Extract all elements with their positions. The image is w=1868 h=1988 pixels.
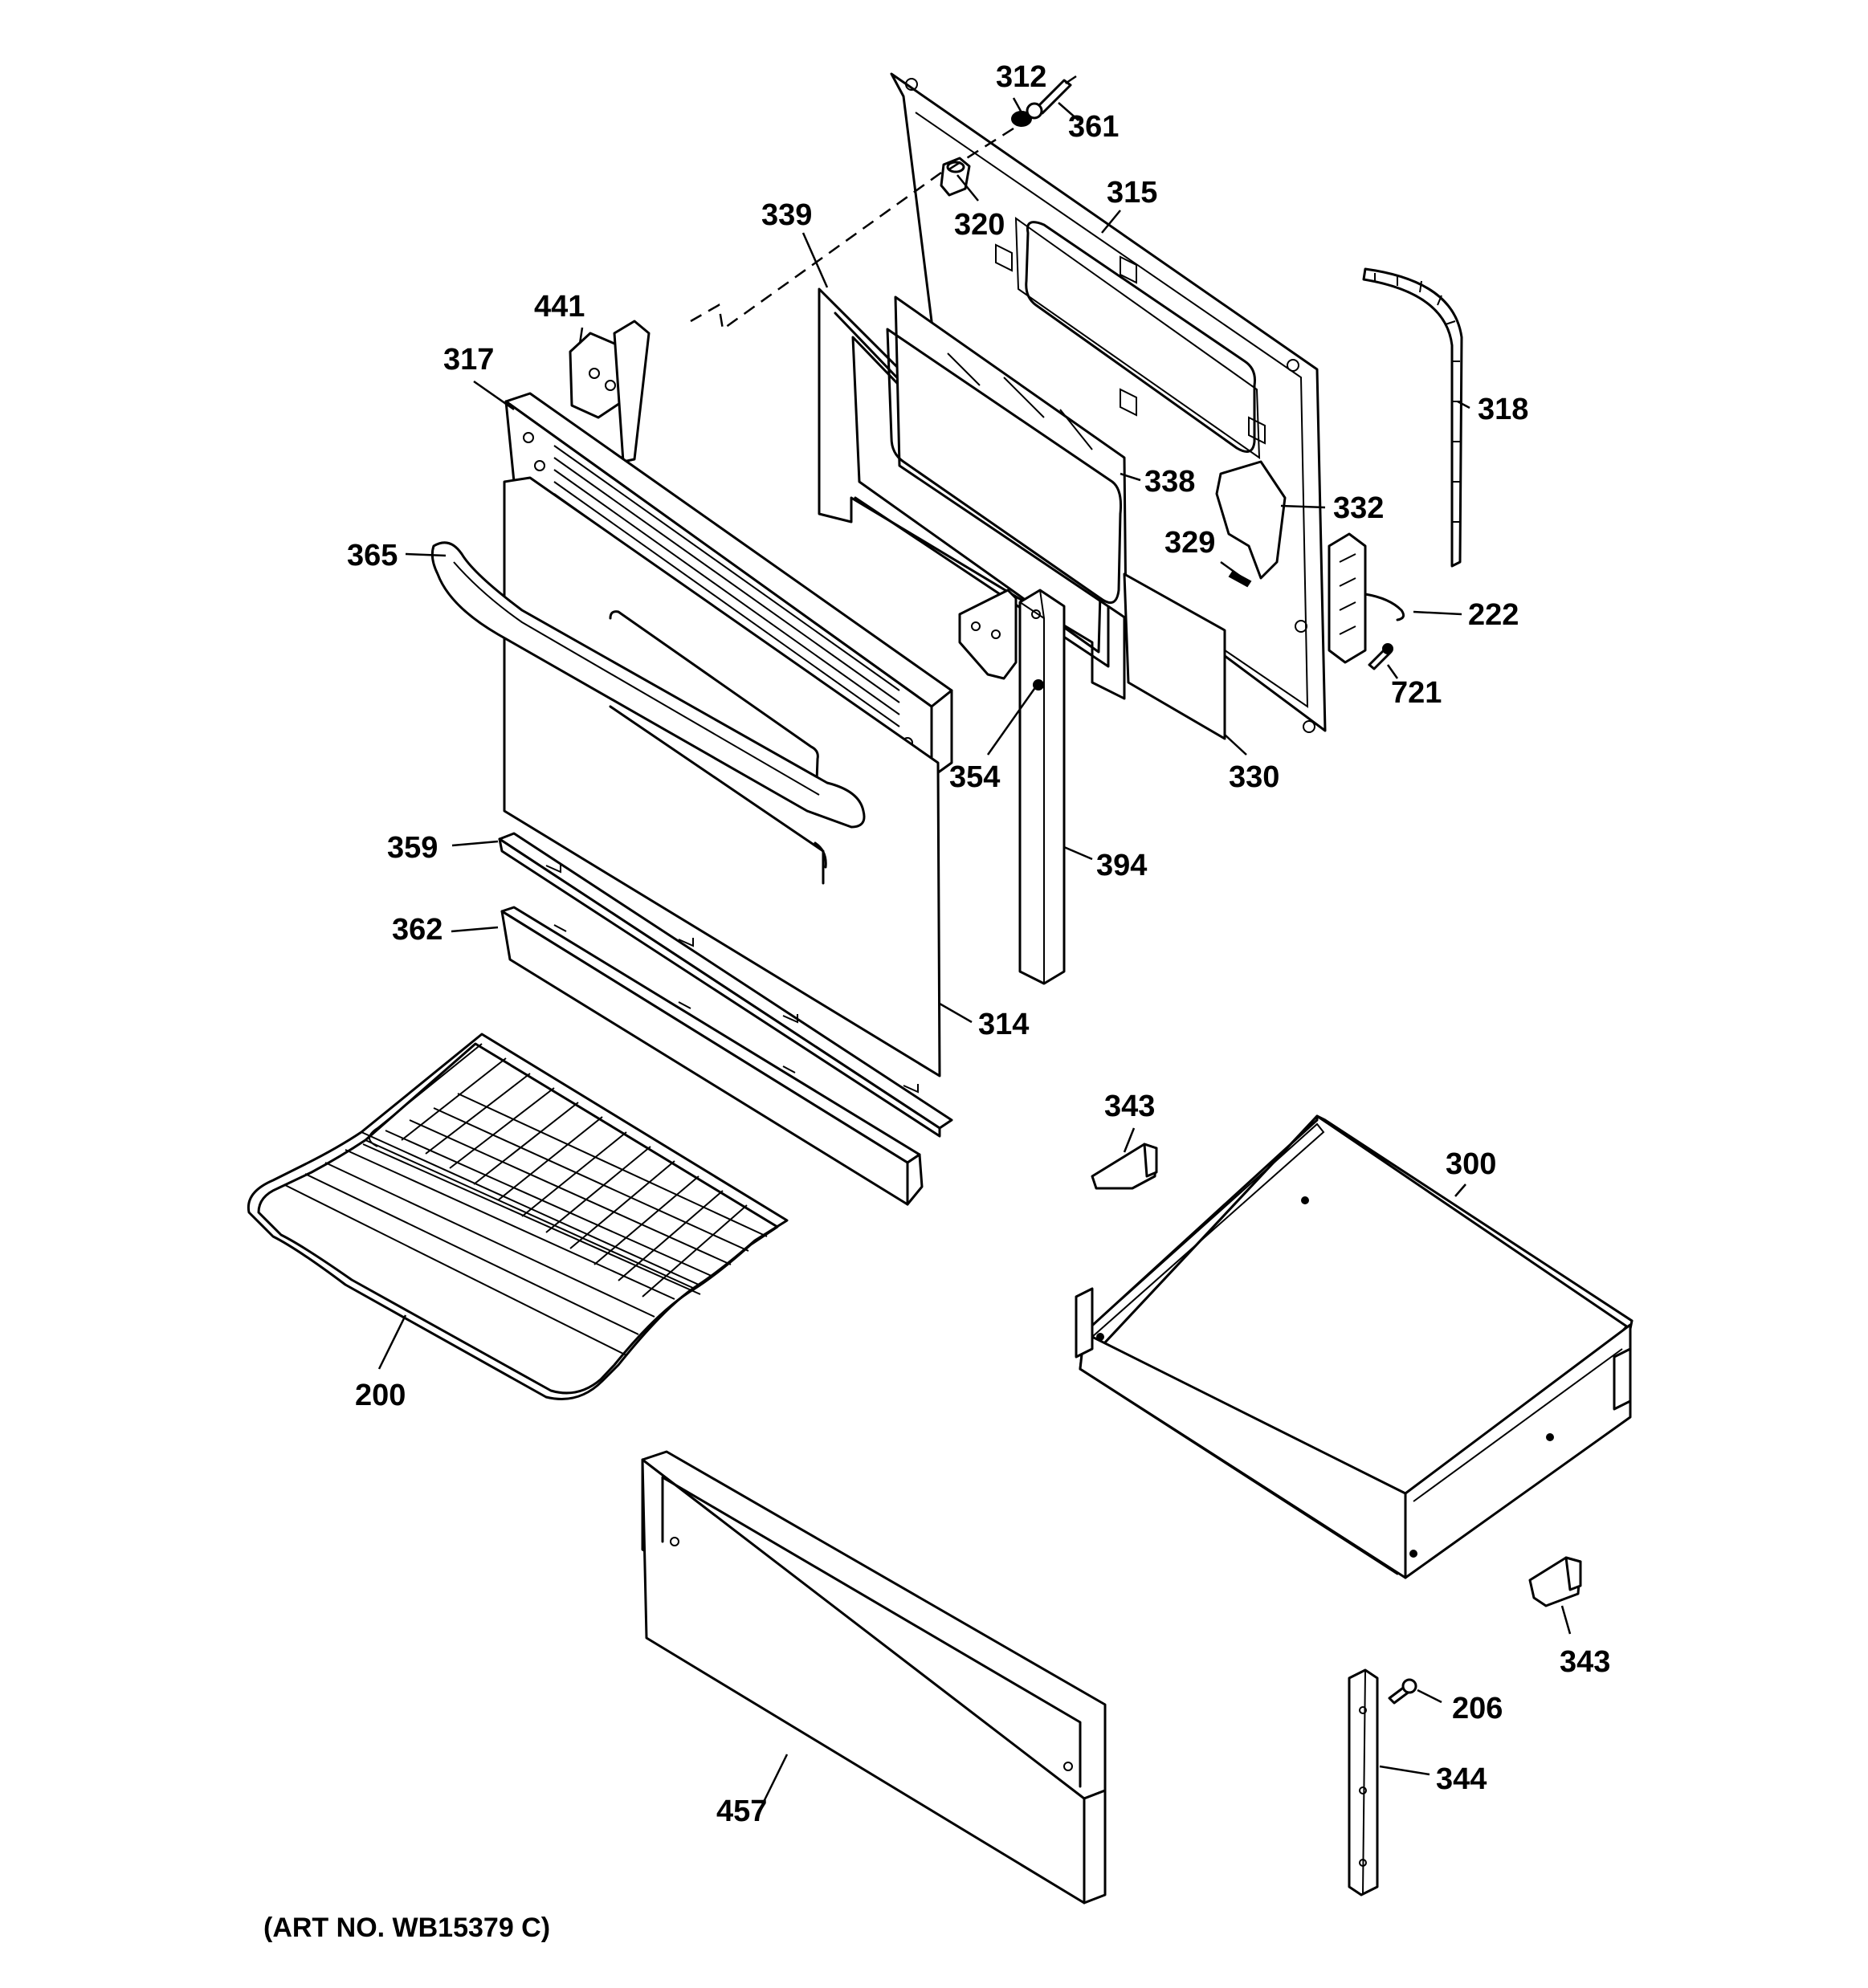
callout-320: 320 (954, 208, 1005, 242)
callout-362: 362 (392, 913, 443, 947)
art-number: (ART NO. WB15379 C) (263, 1913, 550, 1943)
hinge-bracket-441 (569, 320, 651, 463)
callout-354: 354 (949, 760, 1000, 794)
callout-339: 339 (761, 198, 812, 232)
gasket-318 (1362, 267, 1463, 568)
callout-329: 329 (1164, 526, 1215, 560)
leader-lines (377, 97, 1572, 1807)
callout-343-lower: 343 (1560, 1645, 1610, 1679)
side-bracket-354 (958, 589, 1018, 680)
callout-222: 222 (1468, 598, 1519, 632)
callout-206: 206 (1452, 1692, 1503, 1725)
screw-329 (1228, 570, 1252, 588)
callout-300: 300 (1446, 1147, 1496, 1181)
assembly-line-361 (1063, 75, 1077, 86)
callout-359: 359 (387, 831, 438, 865)
callout-315: 315 (1107, 176, 1157, 210)
callout-441: 441 (534, 290, 585, 324)
assembly-line-312 (947, 127, 1014, 172)
drawer-slide-343-lower (1528, 1556, 1582, 1607)
drawer-front-457 (641, 1450, 1107, 1904)
callout-312: 312 (996, 60, 1046, 94)
callout-317: 317 (443, 343, 494, 377)
callout-338: 338 (1144, 465, 1195, 499)
insulation-330 (1123, 572, 1226, 740)
callout-394: 394 (1096, 849, 1147, 882)
callout-332: 332 (1333, 491, 1384, 525)
callout-labels: 312 361 320 315 339 441 317 318 338 332 … (347, 60, 1610, 1828)
door-bottom-trim-359 (498, 832, 953, 1138)
door-back-panel-315 (890, 72, 1327, 733)
callout-721: 721 (1391, 676, 1442, 710)
bracket-332 (1215, 460, 1287, 580)
drawer-300 (1075, 1114, 1633, 1579)
door-stop-320 (940, 157, 971, 197)
callout-330: 330 (1229, 760, 1279, 794)
callout-365: 365 (347, 539, 398, 572)
door-outer-panel-314 (503, 476, 941, 1078)
callout-344: 344 (1436, 1762, 1487, 1796)
oven-rack-200 (247, 1033, 789, 1400)
callout-318: 318 (1478, 393, 1528, 426)
callout-457: 457 (716, 1794, 767, 1828)
side-trim-394 (1018, 589, 1066, 985)
screw-361 (1026, 79, 1072, 120)
hinge-222 (1328, 532, 1405, 664)
callout-361: 361 (1068, 110, 1119, 144)
door-kick-trim-362 (500, 906, 924, 1206)
screw-721 (1368, 643, 1393, 670)
drawer-slide-343-upper (1091, 1143, 1158, 1190)
callout-343-upper: 343 (1104, 1090, 1155, 1123)
callout-314: 314 (978, 1008, 1029, 1041)
door-handle-365 (430, 541, 866, 829)
callout-200: 200 (355, 1379, 406, 1412)
drawer-rail-344 (1348, 1668, 1379, 1896)
assembly-line-320 (690, 171, 942, 332)
screw-206 (1388, 1678, 1417, 1705)
